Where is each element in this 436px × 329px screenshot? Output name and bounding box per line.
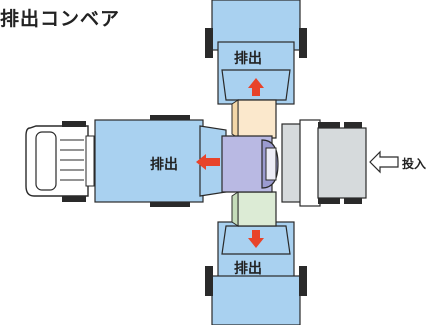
arrow-up [248,78,264,96]
center-unit [221,99,367,227]
arrow-down [248,230,264,248]
diagram-title: 排出コンベア [0,8,121,30]
top-truck [205,0,307,105]
discharge-arrows [196,78,264,248]
label-discharge-top: 排出 [234,51,262,67]
label-discharge-bottom: 排出 [234,261,262,277]
arrow-left [196,154,220,170]
label-input: 投入 [402,157,427,171]
left-truck [25,115,227,207]
input-arrow-icon [369,150,399,174]
label-discharge-left: 排出 [150,157,178,173]
